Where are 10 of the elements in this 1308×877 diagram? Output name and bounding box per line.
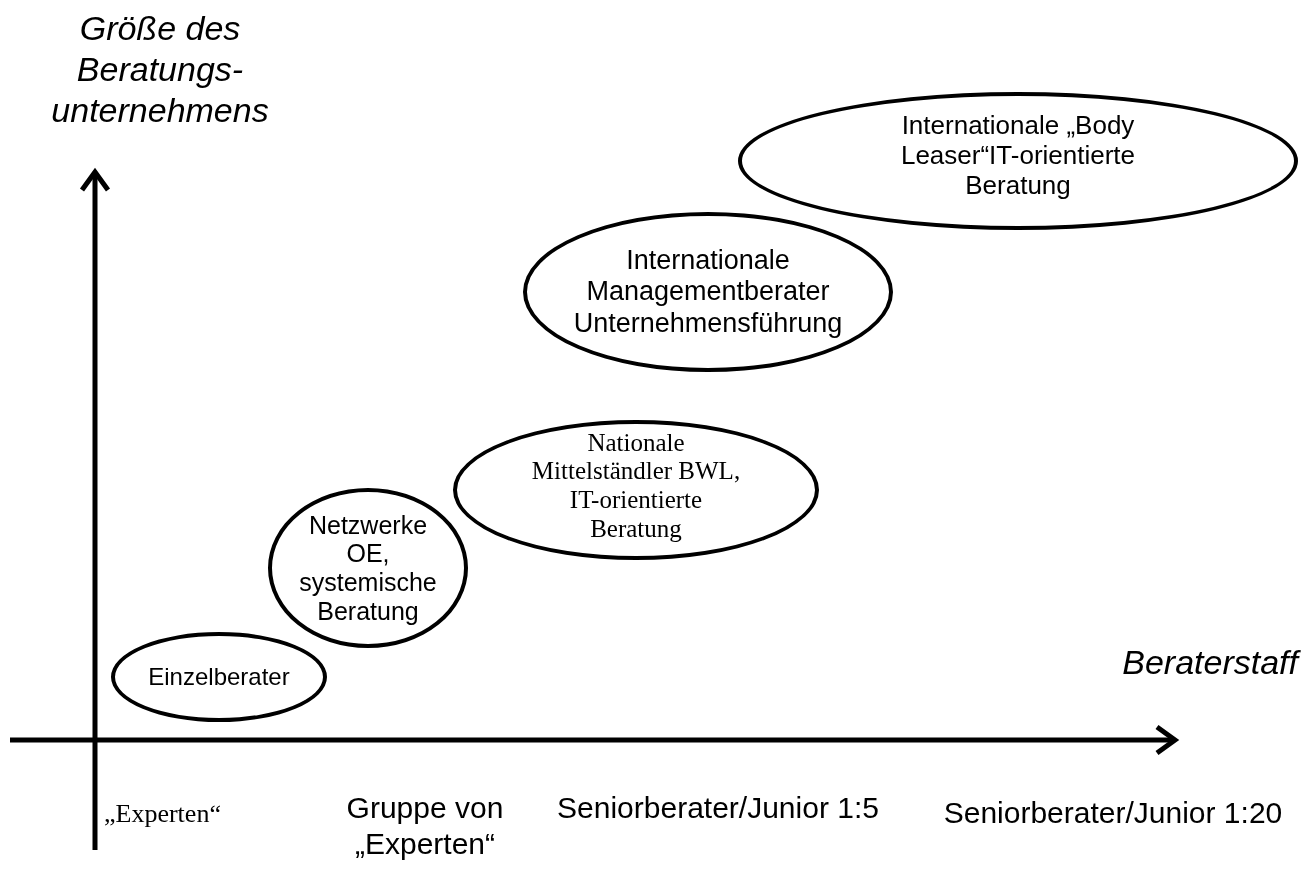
axis-tick-label: Seniorberater/Junior 1:20 — [942, 795, 1284, 831]
axis-tick-label: Gruppe von „Experten“ — [345, 790, 505, 862]
axis-tick-label: „Experten“ — [104, 798, 222, 830]
category-label: Internationale Managementberater Unternehmensführung — [572, 245, 844, 339]
category-label: Internationale „Body Leaser“IT-orientierte Beratung — [899, 111, 1137, 201]
category-label: Nationale Mittelständler BWL, IT-orientierte Beratung — [530, 428, 742, 544]
category-label: Netzwerke OE, systemische Beratung — [298, 510, 438, 626]
category-label: Einzelberater — [147, 663, 291, 691]
axis-tick-label: Seniorberater/Junior 1:5 — [556, 790, 880, 826]
axis-title: Größe des Beratungs- unternehmens — [50, 8, 270, 131]
